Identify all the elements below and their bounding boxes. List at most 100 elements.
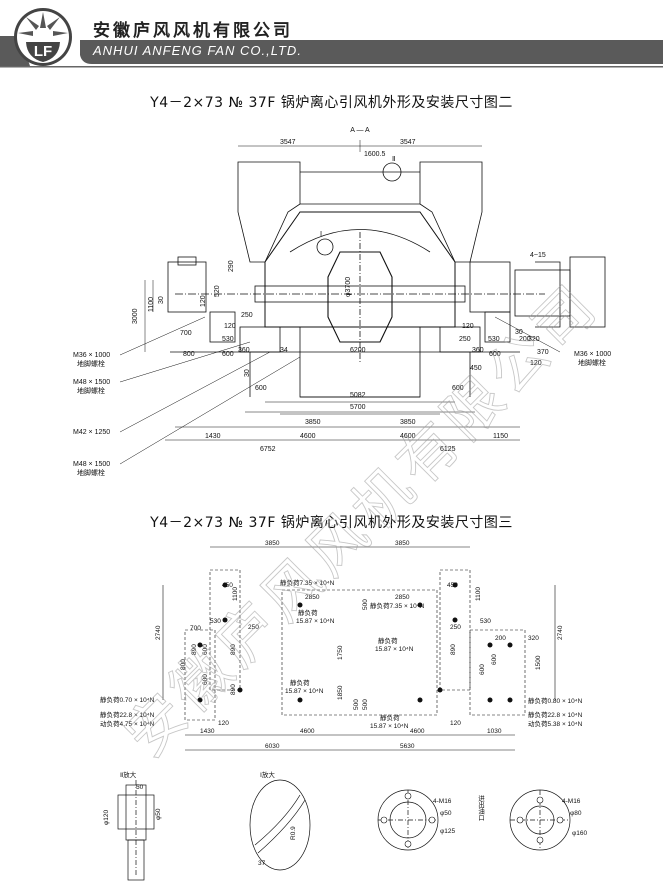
plan-890-b: 890 <box>230 644 237 655</box>
load-4a: 静负荷 <box>378 636 398 645</box>
fan-elevation-drawing: A — A 3547 3547 1600.5 Ⅱ Ⅰ φ3700 4~15 29… <box>73 127 611 477</box>
dim-r600b: 600 <box>452 385 464 392</box>
detail-4-phi80: φ80 <box>570 810 582 817</box>
dim-5700: 5700 <box>350 404 366 411</box>
dim-30b: 30 <box>244 369 251 377</box>
plan-2740-b: 2740 <box>557 625 564 640</box>
company-name-en: ANHUI ANFENG FAN CO.,LTD. <box>93 43 302 58</box>
page-header: LF 安徽庐风风机有限公司 ANHUI ANFENG FAN CO.,LTD. <box>0 0 663 70</box>
dim-3000: 3000 <box>132 308 139 324</box>
dim-700: 700 <box>180 330 192 337</box>
plan-530-a: 530 <box>210 618 221 625</box>
plan-3850-b: 3850 <box>395 540 410 547</box>
detail-ii-50: 50 <box>136 784 144 791</box>
load-7: 静负荷0.70 × 10⁴N <box>100 695 155 704</box>
detail-ii-title: Ⅱ放大 <box>120 770 137 779</box>
drawing2-title: Y4－2×73 № 37F 锅炉离心引风机外形及安装尺寸图三 <box>150 515 513 531</box>
dim-4-15: 4~15 <box>530 252 546 259</box>
bolt-m42: M42 × 1250 <box>73 429 110 436</box>
plan-1430: 1430 <box>200 728 215 735</box>
plan-3850-a: 3850 <box>265 540 280 547</box>
plan-2850-b: 2850 <box>395 594 410 601</box>
load-2: 静负荷7.35 × 10⁴N <box>370 601 425 610</box>
plan-890-a: 890 <box>191 644 198 655</box>
dim-r600: 600 <box>489 351 501 358</box>
dim-r120b: 120 <box>530 360 542 367</box>
logo-letters: LF <box>34 43 52 60</box>
dim-3850-b: 3850 <box>400 419 416 426</box>
detail-3-phi50: φ50 <box>440 810 452 817</box>
load-6b: 15.87 × 10⁴N <box>370 723 409 730</box>
plan-2850-a: 2850 <box>305 594 320 601</box>
dim-r30: 30 <box>515 329 523 336</box>
plan-450-a: 450 <box>222 582 233 589</box>
dim-r370: 370 <box>537 349 549 356</box>
load-4b: 15.87 × 10⁴N <box>375 646 414 653</box>
dim-r250: 250 <box>459 336 471 343</box>
bolt-m36-right-sub: 地脚螺栓 <box>578 358 606 367</box>
anchor-bolt-holes <box>197 582 513 703</box>
section-label: A — A <box>350 127 370 134</box>
load-3b: 15.87 × 10⁴N <box>296 618 335 625</box>
load-10: 静负荷0.80 × 10⁴N <box>528 696 583 705</box>
detail-ii-phi120: φ120 <box>103 810 110 825</box>
dim-3547-left: 3547 <box>280 139 296 146</box>
detail-4-m16: 4-M16 <box>562 798 581 805</box>
load-3a: 静负荷 <box>298 608 318 617</box>
dim-1100: 1100 <box>148 297 155 312</box>
dim-34: 34 <box>280 347 288 354</box>
dim-5082: 5082 <box>350 392 366 399</box>
dim-3850-a: 3850 <box>305 419 321 426</box>
plan-600-b: 600 <box>202 674 209 685</box>
load-6a: 静负荷 <box>380 713 400 722</box>
plan-200: 200 <box>495 635 506 642</box>
dim-r120: 120 <box>462 323 474 330</box>
detail-ii-phi50: φ50 <box>155 808 162 820</box>
dim-r450: 450 <box>470 365 482 372</box>
dim-4600-b: 4600 <box>400 433 416 440</box>
plan-250-b: 250 <box>450 624 461 631</box>
foundation-plan-drawing: 3850 3850 450 450 1100 1100 2850 2850 50… <box>100 540 583 751</box>
plan-500-b: 500 <box>362 699 369 710</box>
dim-120b: 120 <box>224 323 236 330</box>
bolt-m48-bottom: M48 × 1500 <box>73 461 110 468</box>
dim-1150: 1150 <box>493 433 508 440</box>
bolt-m36-left-sub: 地脚螺栓 <box>77 359 105 368</box>
load-5b: 15.87 × 10⁴N <box>285 688 324 695</box>
plan-1750: 1750 <box>337 645 344 660</box>
dim-3700: φ3700 <box>345 277 352 297</box>
bolt-m48-top-sub: 地脚螺栓 <box>77 386 105 395</box>
drawing1-title: Y4－2×73 № 37F 锅炉离心引风机外形及安装尺寸图二 <box>150 95 513 111</box>
company-name-cn: 安徽庐风风机有限公司 <box>93 21 293 41</box>
plan-700: 700 <box>190 625 201 632</box>
plan-1030: 1030 <box>487 728 502 735</box>
plan-600-d: 600 <box>491 654 498 665</box>
dim-360: 360 <box>238 347 250 354</box>
dim-120: 120 <box>200 295 207 307</box>
plan-500-c: 500 <box>353 699 360 710</box>
plan-120-a: 120 <box>218 720 229 727</box>
dim-1430: 1430 <box>205 433 221 440</box>
mark-I: Ⅰ <box>320 231 322 238</box>
plan-1100-b: 1100 <box>475 587 482 601</box>
company-logo: LF <box>14 8 72 66</box>
detail-i-37: 37 <box>258 860 266 867</box>
load-9: 动负荷4.75 × 10⁴N <box>100 719 155 728</box>
load-5a: 静负荷 <box>290 678 310 687</box>
plan-450-b: 450 <box>447 582 458 589</box>
dim-1600: 1600.5 <box>364 151 386 158</box>
load-1: 静负荷7.35 × 10⁴N <box>280 578 335 587</box>
dim-6200: 6200 <box>350 347 366 354</box>
detail-i-r: R0.9 <box>290 826 297 840</box>
dim-600b: 600 <box>255 385 267 392</box>
dim-r360: 360 <box>472 347 484 354</box>
plan-600-c: 600 <box>479 664 486 675</box>
dim-3547-right: 3547 <box>400 139 416 146</box>
dim-4600-a: 4600 <box>300 433 316 440</box>
dim-6752: 6752 <box>260 446 276 453</box>
bolt-m48-bottom-sub: 地脚螺栓 <box>77 468 105 477</box>
plan-2740-a: 2740 <box>155 625 162 640</box>
dim-520: 520 <box>214 285 221 297</box>
dim-r320: 320 <box>528 336 540 343</box>
plan-600-a: 600 <box>202 644 209 655</box>
